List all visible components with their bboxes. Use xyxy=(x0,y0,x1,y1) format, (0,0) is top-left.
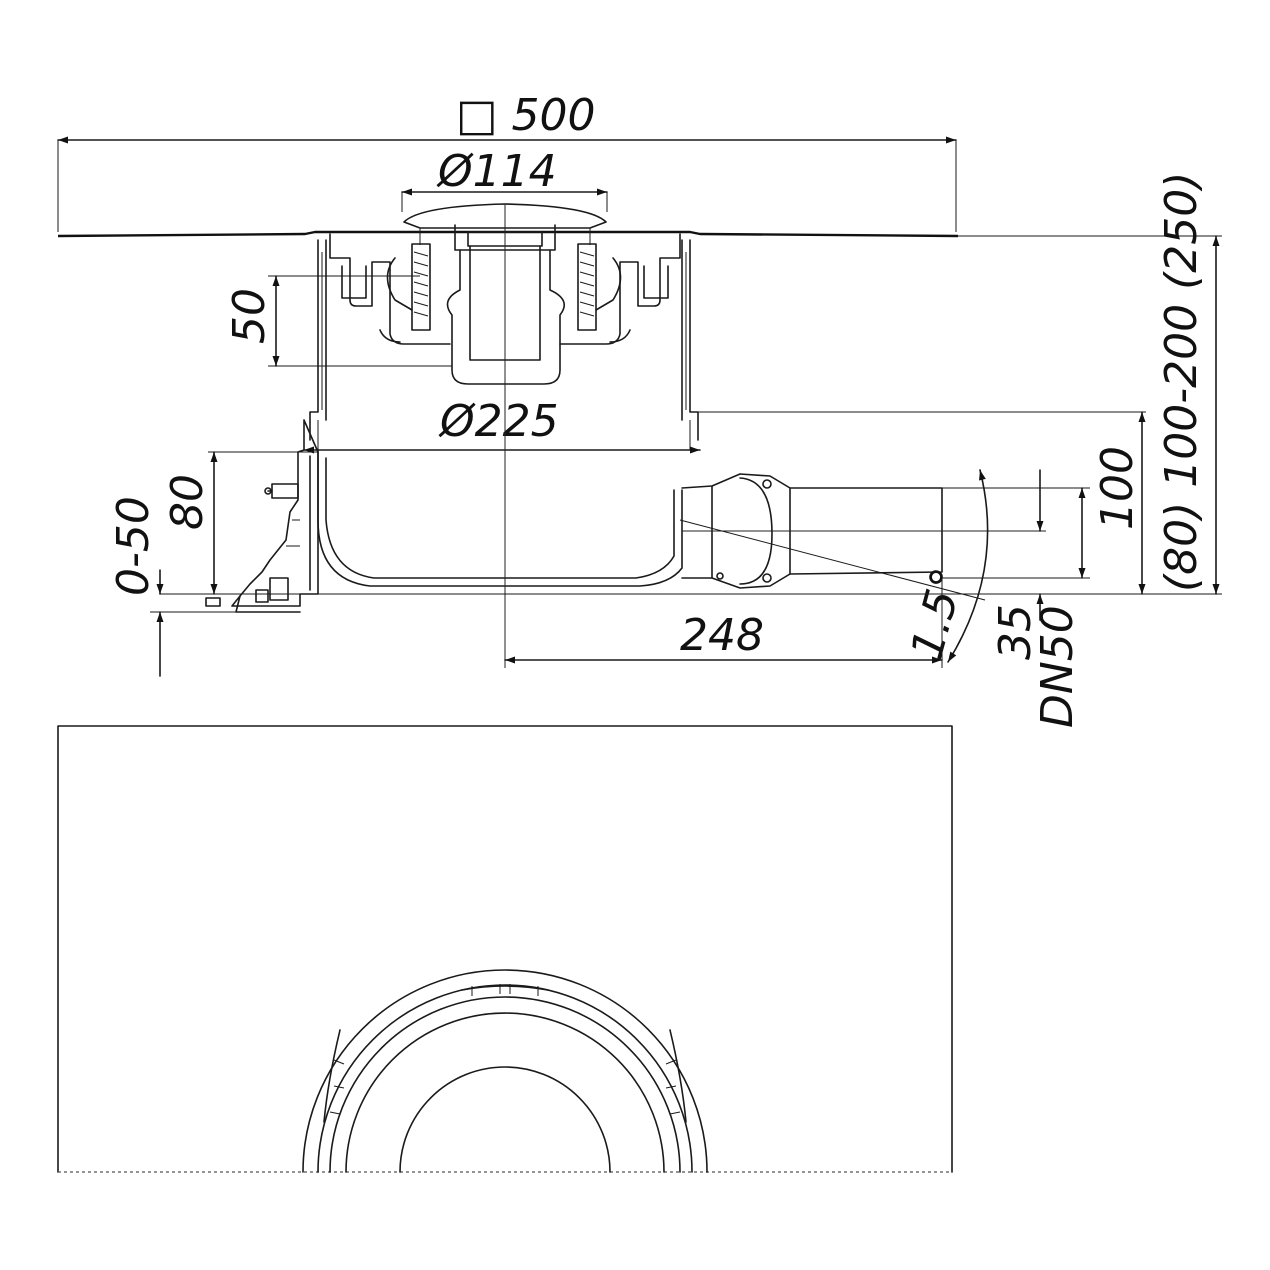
dim-trap-depth: 50 xyxy=(224,288,275,344)
dim-adjustment-range: 0-50 xyxy=(108,496,159,596)
dim-body-diameter: Ø225 xyxy=(438,396,559,447)
grate-top xyxy=(403,203,607,229)
plan-outer-arc xyxy=(302,969,708,1173)
dim-pipe-size: DN50 xyxy=(1032,605,1083,728)
flange-left xyxy=(329,233,451,345)
dim-overall-width: □ 500 xyxy=(456,90,596,141)
plan-inner-arc xyxy=(399,1066,611,1173)
body-wall-right xyxy=(689,239,699,441)
thread-left xyxy=(386,243,431,331)
outlet-pipe xyxy=(681,473,1046,589)
dim-flange-height: 80 xyxy=(162,474,213,530)
dim-pipe-offset: 35 xyxy=(990,604,1041,660)
dim-outlet-height: 100 xyxy=(1092,446,1143,530)
plan-view xyxy=(57,725,953,1173)
plan-outline xyxy=(57,725,953,1173)
body-lower xyxy=(317,449,683,587)
dim-total-height: (80) 100-200 (250) xyxy=(1156,172,1207,592)
flange-right xyxy=(559,233,681,345)
thread-right xyxy=(577,243,622,331)
section-view: □ 500 Ø114 xyxy=(57,90,1222,728)
body-wall-left xyxy=(309,239,319,441)
dim-outlet-length: 248 xyxy=(680,610,764,661)
dim-grate-diameter: Ø114 xyxy=(436,146,557,197)
frame-assembly xyxy=(205,419,319,613)
dim-angle-arc xyxy=(947,469,989,663)
